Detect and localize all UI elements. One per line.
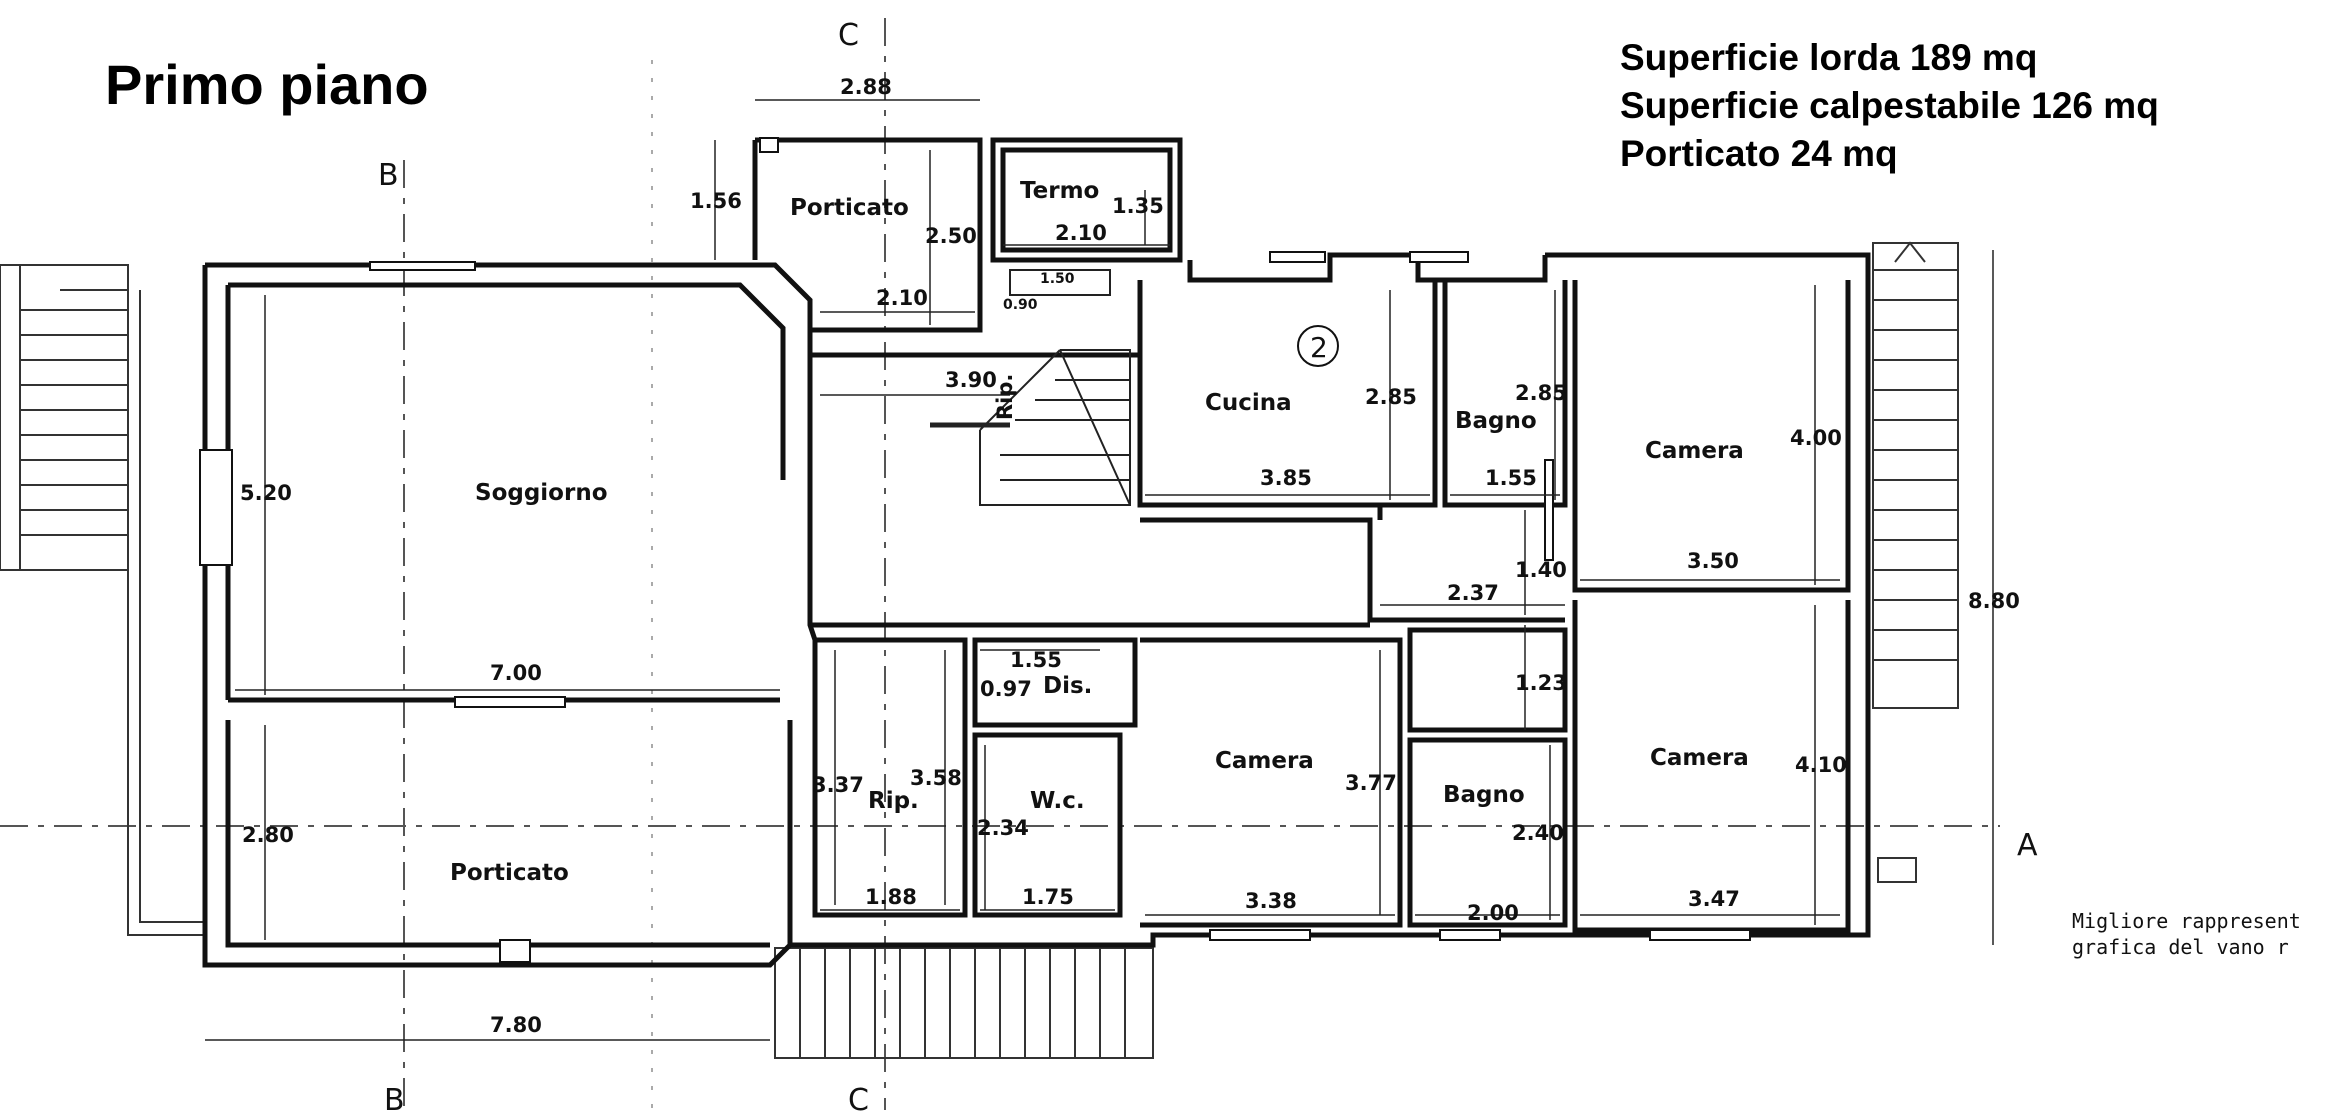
porch-area-text: Porticato 24 mq	[1620, 133, 1898, 174]
dim-soggiorno-width: 7.00	[490, 661, 542, 685]
dim-bagno-top-width: 1.55	[1485, 466, 1537, 490]
dim-camera-mid-height: 3.77	[1345, 771, 1397, 795]
dim-rip-height-337: 3.37	[812, 773, 864, 797]
entrance-steps	[774, 947, 1154, 1059]
walkable-area-text: Superficie calpestabile 126 mq	[1620, 85, 2159, 126]
room-label-porticato-low: Porticato	[450, 860, 569, 886]
section-label-a-right: A	[2017, 828, 2038, 863]
section-label-c-top: C	[838, 18, 859, 53]
room-label-cucina: Cucina	[1205, 390, 1292, 416]
dim-bagno-low-height: 2.40	[1512, 821, 1564, 845]
dimension-lines	[205, 99, 1994, 1041]
room-label-camera-mid: Camera	[1215, 748, 1314, 774]
dim-landing-390: 3.90	[945, 368, 997, 392]
dim-termo-height: 1.35	[1112, 194, 1164, 218]
room-label-camera-low-right: Camera	[1650, 745, 1749, 771]
dim-porticato-top-depth: 1.56	[690, 189, 742, 213]
dim-overall-width: 7.80	[490, 1013, 542, 1037]
dim-corridor-237: 2.37	[1447, 581, 1499, 605]
unit-marker-number: 2	[1310, 331, 1328, 364]
note-line-1: Migliore rappresent	[2072, 909, 2301, 933]
dim-wc-width: 1.75	[1022, 885, 1074, 909]
dim-porticato-top-height: 2.50	[925, 224, 977, 248]
dim-porticato-top-width: 2.88	[840, 75, 892, 99]
dim-termo-width: 2.10	[1055, 221, 1107, 245]
dim-step-090: 0.90	[1003, 297, 1038, 313]
section-label-c-bottom: C	[848, 1083, 869, 1118]
room-label-porticato-top: Porticato	[790, 195, 909, 221]
dim-porticato-low-height: 2.80	[242, 823, 294, 847]
internal-stair	[930, 269, 1131, 506]
room-label-soggiorno: Soggiorno	[475, 480, 608, 506]
walls	[202, 137, 1871, 968]
section-lines	[0, 18, 2000, 1110]
dim-hall-123: 1.23	[1515, 671, 1567, 695]
section-label-b-top: B	[378, 158, 399, 193]
note-text: Migliore rappresent grafica del vano r	[2072, 908, 2301, 960]
dim-camera-top-width: 3.50	[1687, 549, 1739, 573]
section-label-b-bottom: B	[384, 1083, 405, 1118]
right-staircase	[1872, 241, 1959, 883]
room-label-bagno-top: Bagno	[1455, 408, 1537, 434]
dim-camera-low-width: 3.47	[1688, 887, 1740, 911]
area-summary: Superficie lorda 189 mq Superficie calpe…	[1620, 34, 2159, 178]
dim-step-150: 1.50	[1040, 271, 1075, 287]
page-title: Primo piano	[105, 53, 429, 116]
room-label-dis: Dis.	[1043, 673, 1092, 699]
room-label-termo: Termo	[1020, 178, 1099, 204]
dim-overall-height: 8.80	[1968, 589, 2020, 613]
openings	[199, 137, 1751, 963]
dim-corridor-140: 1.40	[1515, 558, 1567, 582]
dim-bagno-low-width: 2.00	[1467, 901, 1519, 925]
dim-camera-low-height: 4.10	[1795, 753, 1847, 777]
dim-bagno-top-height: 2.85	[1515, 381, 1567, 405]
dim-dis-width: 1.55	[1010, 648, 1062, 672]
dim-soggiorno-height: 5.20	[240, 481, 292, 505]
dim-cucina-width: 3.85	[1260, 466, 1312, 490]
unit-marker-circle	[1297, 325, 1339, 367]
gross-area-text: Superficie lorda 189 mq	[1620, 37, 2038, 78]
dim-rip-width: 1.88	[865, 885, 917, 909]
room-label-wc: W.c.	[1030, 788, 1085, 814]
room-label-bagno-low: Bagno	[1443, 782, 1525, 808]
dim-camera-top-height: 4.00	[1790, 426, 1842, 450]
room-label-rip-stairs: Rip.	[993, 374, 1017, 420]
dim-rip-height-358: 3.58	[910, 766, 962, 790]
dim-wc-height: 2.34	[977, 816, 1029, 840]
dim-dis-height: 0.97	[980, 677, 1032, 701]
dim-cucina-height: 2.85	[1365, 385, 1417, 409]
room-label-camera-top-right: Camera	[1645, 438, 1744, 464]
dim-porticato-top-inner: 2.10	[876, 286, 928, 310]
room-label-rip-lower: Rip.	[868, 788, 919, 814]
note-line-2: grafica del vano r	[2072, 935, 2289, 959]
dim-camera-mid-width: 3.38	[1245, 889, 1297, 913]
left-staircase	[0, 264, 205, 936]
